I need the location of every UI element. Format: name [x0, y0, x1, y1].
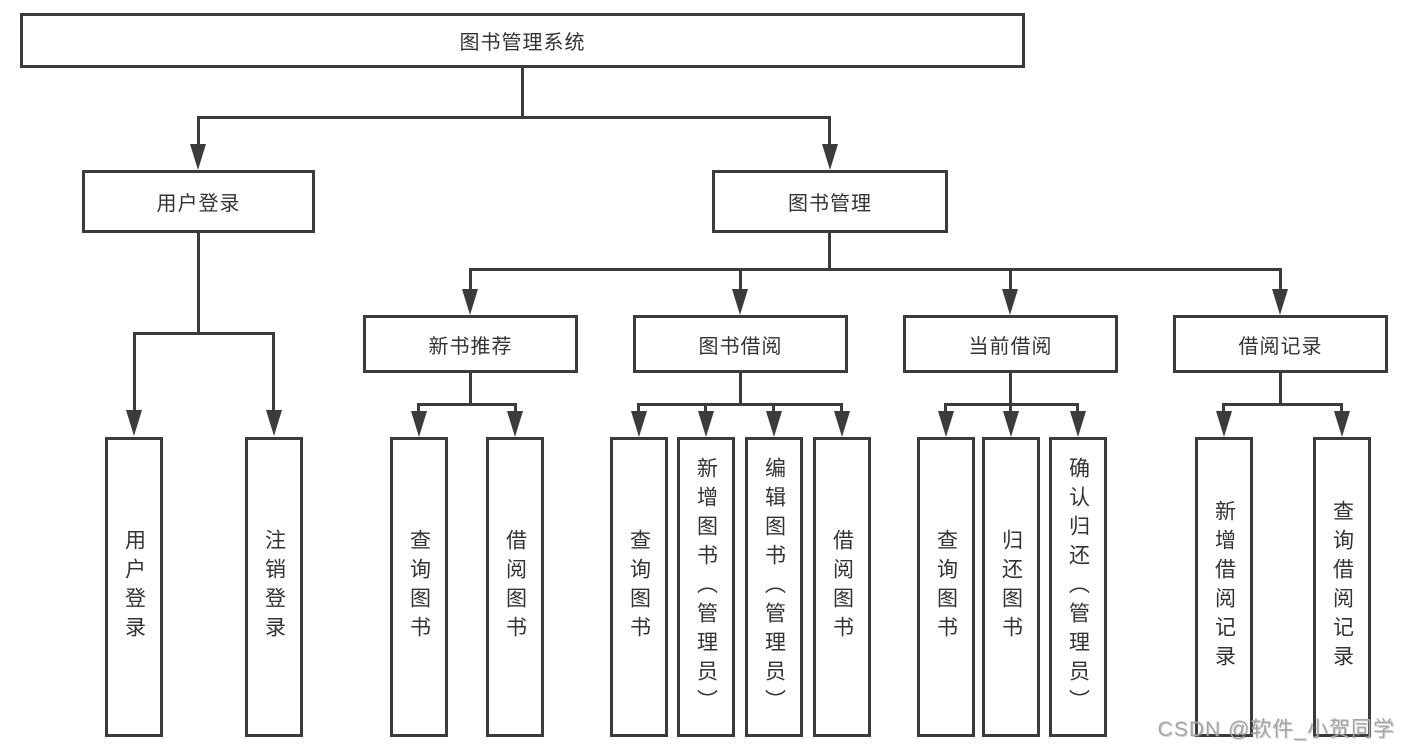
- connector-hline: [637, 403, 843, 406]
- node-current-borrowing: 当前借阅: [903, 315, 1118, 373]
- arrow-down-icon: [834, 411, 850, 437]
- connector-vline: [828, 233, 831, 271]
- arrow-down-icon: [266, 410, 282, 436]
- node-br-query-record: 查询借阅记录: [1313, 437, 1371, 737]
- node-user-login-group: 用户登录: [82, 170, 315, 233]
- watermark: CSDN @软件_小贺同学: [1157, 718, 1395, 741]
- connector-vline: [704, 403, 707, 415]
- node-book-management: 图书管理: [712, 170, 948, 233]
- connector-hline: [469, 268, 1282, 271]
- connector-vline: [1009, 373, 1012, 406]
- connector-vline: [272, 332, 275, 414]
- node-br-add-record: 新增借阅记录: [1195, 437, 1253, 737]
- arrow-down-icon: [698, 411, 714, 437]
- node-logout: 注销登录: [245, 437, 303, 737]
- node-nb-borrow-book: 借阅图书: [486, 437, 544, 737]
- node-bb-borrow-book: 借阅图书: [813, 437, 871, 737]
- connector-vline: [521, 68, 524, 119]
- connector-vline: [133, 332, 136, 414]
- node-bb-edit-book-admin: 编辑图书（管理员）: [745, 437, 803, 737]
- connector-vline: [739, 373, 742, 406]
- arrow-down-icon: [1272, 289, 1288, 315]
- arrow-down-icon: [822, 144, 838, 170]
- connector-vline: [1340, 403, 1343, 415]
- connector-vline: [417, 403, 420, 415]
- arrow-down-icon: [507, 411, 523, 437]
- arrow-down-icon: [1334, 411, 1350, 437]
- arrow-down-icon: [1002, 289, 1018, 315]
- arrow-down-icon: [462, 289, 478, 315]
- node-cb-query-book: 查询图书: [917, 437, 975, 737]
- connector-vline: [514, 403, 517, 415]
- arrow-down-icon: [766, 411, 782, 437]
- arrow-down-icon: [411, 411, 427, 437]
- connector-vline: [828, 116, 831, 147]
- connector-vline: [1279, 268, 1282, 293]
- node-bb-query-book: 查询图书: [610, 437, 668, 737]
- node-borrowing-records: 借阅记录: [1173, 315, 1388, 373]
- arrow-down-icon: [1070, 411, 1086, 437]
- node-book-borrowing: 图书借阅: [633, 315, 848, 373]
- arrow-down-icon: [938, 411, 954, 437]
- node-root: 图书管理系统: [20, 13, 1025, 68]
- node-user-login: 用户登录: [105, 437, 163, 737]
- connector-vline: [469, 373, 472, 406]
- node-nb-query-book: 查询图书: [390, 437, 448, 737]
- connector-vline: [840, 403, 843, 415]
- connector-vline: [739, 268, 742, 293]
- node-cb-return-book: 归还图书: [982, 437, 1040, 737]
- connector-hline: [1222, 403, 1343, 406]
- connector-hline: [417, 403, 517, 406]
- arrow-down-icon: [126, 410, 142, 436]
- connector-hline: [133, 332, 275, 335]
- connector-vline: [944, 403, 947, 415]
- node-bb-add-book-admin: 新增图书（管理员）: [677, 437, 735, 737]
- arrow-down-icon: [732, 289, 748, 315]
- arrow-down-icon: [631, 411, 647, 437]
- connector-hline: [197, 116, 831, 119]
- arrow-down-icon: [190, 144, 206, 170]
- connector-vline: [637, 403, 640, 415]
- connector-vline: [1222, 403, 1225, 415]
- connector-vline: [197, 233, 200, 335]
- connector-vline: [1009, 403, 1012, 415]
- connector-vline: [197, 116, 200, 147]
- arrow-down-icon: [1216, 411, 1232, 437]
- node-new-book-recommend: 新书推荐: [363, 315, 578, 373]
- arrow-down-icon: [1003, 411, 1019, 437]
- node-cb-confirm-return-admin: 确认归还（管理员）: [1049, 437, 1107, 737]
- connector-vline: [1279, 373, 1282, 406]
- connector-vline: [1009, 268, 1012, 293]
- connector-vline: [469, 268, 472, 293]
- connector-vline: [772, 403, 775, 415]
- connector-vline: [1076, 403, 1079, 415]
